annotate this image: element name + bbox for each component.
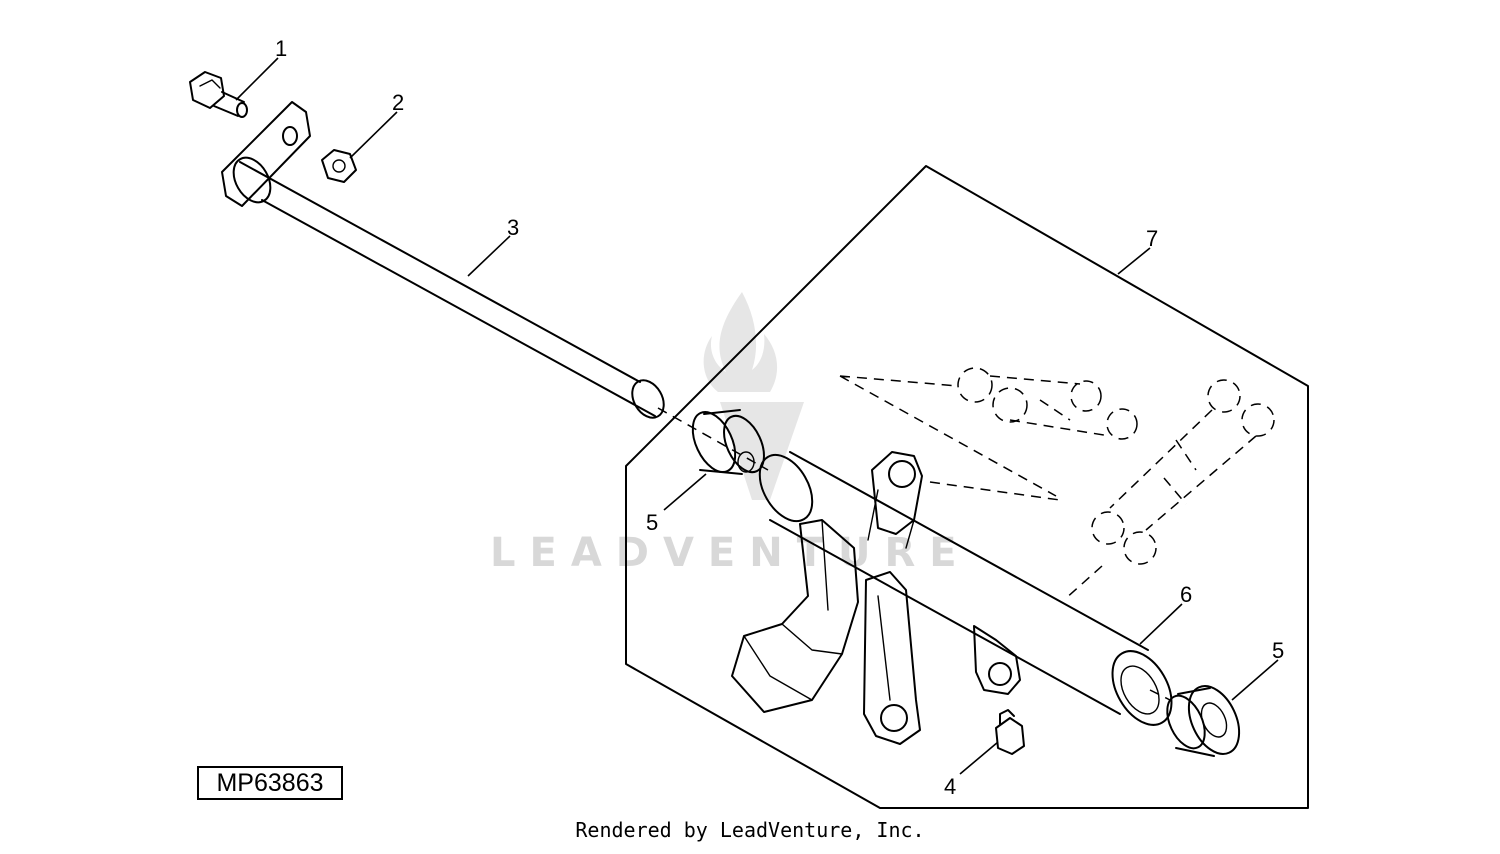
- part-5-bushing-left: [691, 409, 765, 475]
- watermark-text: LEADVENTURE: [490, 530, 971, 576]
- part-3-shaft: [221, 101, 665, 419]
- callout-labels: 1 2 3 7 5 6 5 4: [275, 36, 1284, 799]
- part-6-tube: [758, 451, 1173, 726]
- lower-link-arm: [863, 571, 921, 745]
- callout-2: 2: [392, 90, 404, 115]
- watermark-flame-logo: [703, 292, 778, 392]
- callout-6: 6: [1180, 582, 1192, 607]
- callout-3: 3: [507, 215, 519, 240]
- figure-id-label: MP63863: [197, 766, 343, 800]
- watermark-v-logo: [720, 402, 804, 500]
- assembly-7-boundary: [625, 165, 1309, 809]
- axis-center-line: [657, 407, 1171, 701]
- watermark: LEADVENTURE: [490, 292, 971, 576]
- callout-7: 7: [1146, 226, 1158, 251]
- phantom-guide-lines: [839, 375, 1103, 601]
- left-lever: [731, 519, 859, 713]
- small-arm: [973, 625, 1021, 695]
- phantom-linkage-right: [1091, 379, 1275, 565]
- callout-4: 4: [944, 774, 956, 799]
- callout-1: 1: [275, 36, 287, 61]
- part-5-bushing-right: [1166, 685, 1241, 757]
- phantom-linkage-upper: [957, 367, 1138, 440]
- part-2-nut: [321, 149, 357, 183]
- upper-arm-bracket: [867, 451, 923, 549]
- part-4-grease-fitting: [995, 709, 1025, 755]
- callout-5-right: 5: [1272, 638, 1284, 663]
- leader-lines: [235, 57, 1279, 775]
- callout-5-left: 5: [646, 510, 658, 535]
- render-credit: Rendered by LeadVenture, Inc.: [575, 818, 925, 842]
- part-1-bolt: [189, 71, 248, 118]
